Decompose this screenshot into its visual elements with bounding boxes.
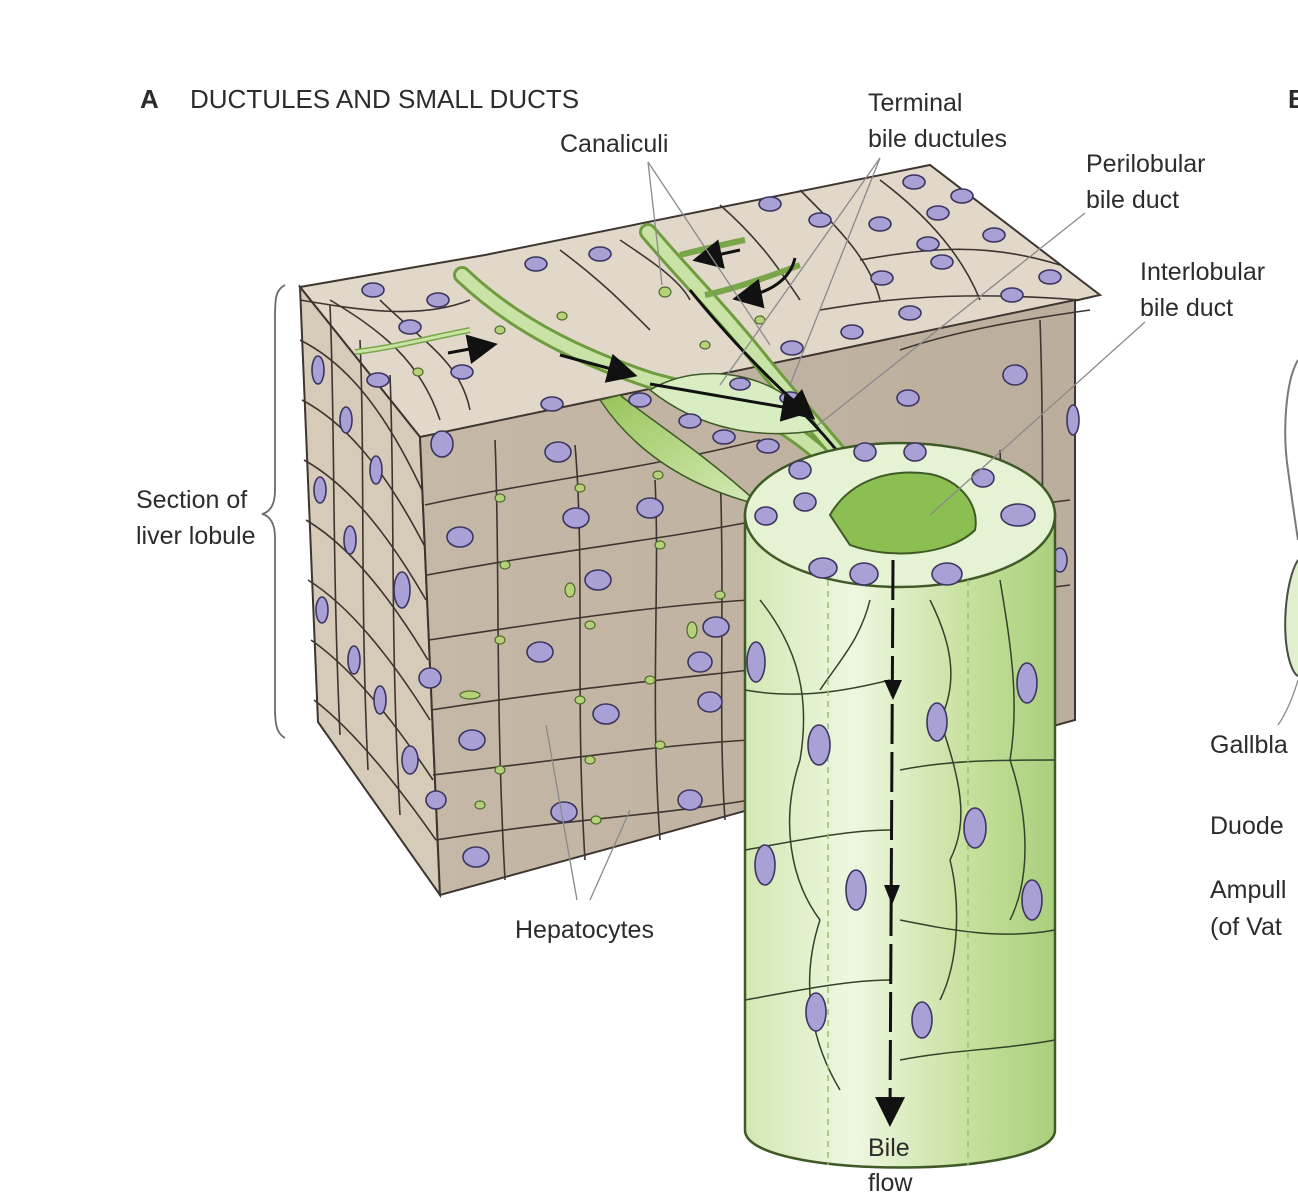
label-perilobular-line2: bile duct xyxy=(1086,186,1179,214)
panel-letter: A xyxy=(140,84,159,114)
panel-title: DUCTULES AND SMALL DUCTS xyxy=(190,84,579,114)
label-hepatocytes: Hepatocytes xyxy=(515,916,654,944)
label-interlobular-line1: Interlobular xyxy=(1140,258,1265,286)
ductule-network xyxy=(354,223,899,542)
panel-b-fragment xyxy=(1284,359,1298,677)
label-interlobular-line2: bile duct xyxy=(1140,294,1233,322)
left-face-cells xyxy=(299,304,437,841)
labels: A DUCTULES AND SMALL DUCTS Canaliculi Te… xyxy=(136,84,1298,1197)
front-canaliculi xyxy=(459,470,726,825)
label-terminal-line2: bile ductules xyxy=(868,125,1007,153)
interlobular-duct-cylinder xyxy=(743,441,1057,1169)
panel-b-letter: B xyxy=(1288,84,1298,114)
left-face-nuclei xyxy=(311,355,447,810)
label-ampulla-fragment: Ampull xyxy=(1210,876,1286,904)
cylinder-top-nuclei xyxy=(754,442,1036,586)
label-terminal-line1: Terminal xyxy=(868,89,962,117)
label-canaliculi: Canaliculi xyxy=(560,130,668,158)
label-duodenum-fragment: Duode xyxy=(1210,812,1284,840)
cylinder-nuclei xyxy=(746,641,1043,1039)
label-bile-line1: Bile xyxy=(868,1134,910,1162)
label-perilobular-line1: Perilobular xyxy=(1086,150,1206,178)
label-bile-line2: flow xyxy=(868,1169,913,1197)
label-vater-fragment: (of Vat xyxy=(1210,913,1282,941)
label-section-line2: liver lobule xyxy=(136,522,256,550)
label-section-line1: Section of xyxy=(136,486,247,514)
cylinder-cells xyxy=(744,579,1056,1091)
label-gallbladder-fragment: Gallbla xyxy=(1210,731,1288,759)
front-face-nuclei xyxy=(430,364,1080,868)
leader-lines xyxy=(261,157,1298,901)
top-face-nuclei xyxy=(361,174,1062,412)
